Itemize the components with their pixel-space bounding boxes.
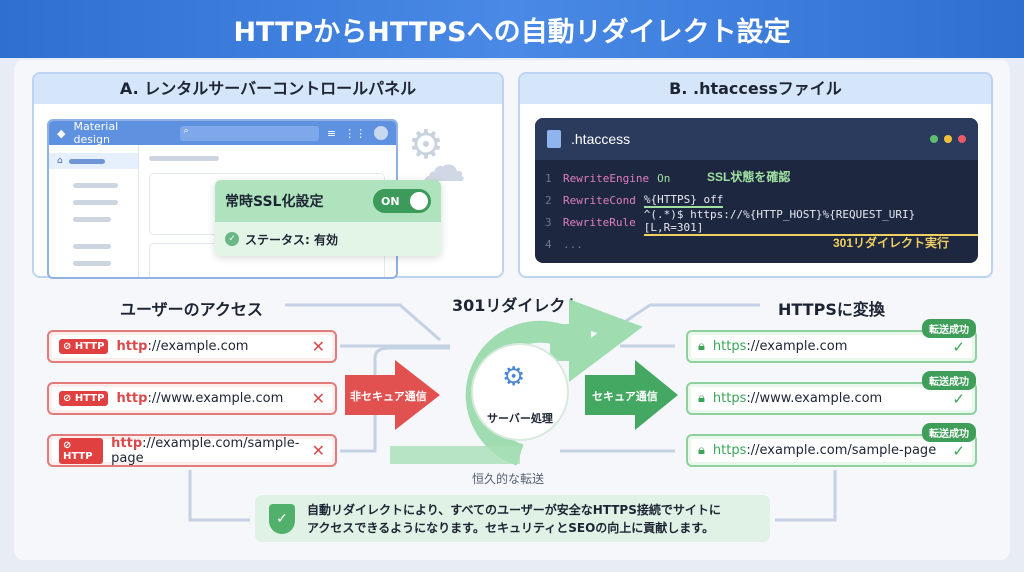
lock-icon: 🔒︎ — [698, 391, 705, 406]
search-input[interactable]: ⌕ — [179, 125, 319, 141]
insecure-label: 非セキュア通信 — [350, 390, 427, 403]
cube-logo-icon: ◆ — [57, 126, 66, 140]
check-icon: ✓ — [952, 441, 965, 460]
ssl-check-note: SSL状態を確認 — [707, 170, 791, 184]
x-icon: ✕ — [311, 389, 325, 408]
summary-note: ✓ 自動リダイレクトにより、すべてのユーザーが安全なHTTPS接続でサイトに ア… — [255, 495, 770, 542]
permanent-label: 恒久的な転送 — [472, 472, 545, 486]
x-icon: ✕ — [311, 337, 325, 356]
header-band — [0, 0, 1024, 58]
http-tag: ⊘ HTTP — [59, 437, 104, 464]
note-line-1: 自動リダイレクトにより、すべてのユーザーが安全なHTTPS接続でサイトに — [307, 502, 721, 517]
check-icon: ✓ — [952, 389, 965, 408]
insecure-arrow — [345, 360, 440, 430]
http-tag: ⊘ HTTP — [59, 391, 109, 406]
note-line-2: アクセスできるようになります。セキュリティとSEOの向上に貢献します。 — [307, 520, 715, 535]
server-circle — [471, 343, 569, 441]
sidebar: ⌂ — [49, 145, 139, 277]
page-title: HTTPからHTTPSへの自動リダイレクト設定 — [233, 17, 791, 48]
server-gear-icon: ⚙ — [502, 362, 526, 392]
success-badge: 転送成功 — [922, 371, 976, 390]
secure-label: セキュア通信 — [592, 390, 658, 403]
app-name: Material design — [73, 120, 119, 146]
x-icon: ✕ — [311, 441, 325, 460]
ssl-toggle[interactable]: ON — [373, 189, 431, 213]
code-line: 4... — [545, 237, 583, 251]
gear-icon: ⚙ — [408, 122, 444, 168]
apps-grid-icon[interactable]: ⋮⋮ — [344, 126, 367, 140]
lock-icon: 🔒︎ — [698, 339, 705, 354]
http-tag: ⊘ HTTP — [59, 339, 109, 354]
success-badge: 転送成功 — [922, 319, 976, 338]
check-circle-icon: ✓ — [225, 232, 239, 246]
ssl-setting-label: 常時SSL化設定 — [225, 194, 324, 210]
redirect-note: 301リダイレクト実行 — [833, 236, 950, 250]
avatar[interactable] — [374, 126, 388, 140]
redirect-title: 301リダイレクト — [452, 296, 582, 315]
success-badge: 転送成功 — [922, 423, 976, 442]
panel-a-title: A. レンタルサーバーコントロールパネル — [34, 74, 502, 104]
lock-icon: 🔒︎ — [698, 443, 705, 458]
check-icon: ✓ — [952, 337, 965, 356]
server-label: サーバー処理 — [487, 412, 553, 425]
user-access-title: ユーザーのアクセス — [120, 300, 263, 319]
panel-b-title: B. .htaccessファイル — [520, 74, 991, 104]
file-name: .htaccess — [571, 131, 631, 147]
file-icon — [547, 130, 561, 148]
ssl-status: ステータス: 有効 — [245, 232, 338, 247]
https-convert-title: HTTPSに変換 — [778, 300, 885, 319]
shield-check-icon: ✓ — [269, 503, 295, 534]
storage-icon[interactable]: ≡ — [326, 126, 337, 140]
window-dots — [930, 135, 966, 143]
secure-arrow — [585, 360, 678, 430]
ssl-setting-card: 常時SSL化設定 ON ✓ ステータス: 有効 — [215, 180, 441, 256]
toggle-label: ON — [381, 194, 400, 208]
